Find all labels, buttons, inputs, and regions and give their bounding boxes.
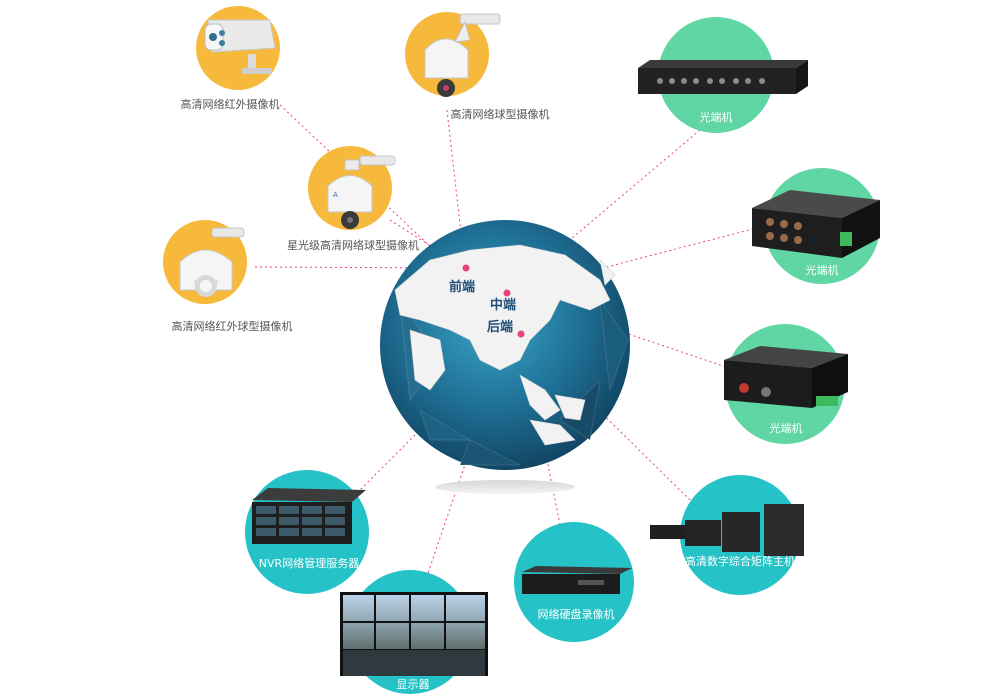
node-label: 网络硬盘录像机	[538, 607, 615, 621]
bullet-camera-icon	[204, 19, 276, 74]
node-label: 高清网络红外球型摄像机	[172, 319, 293, 333]
node-hd-ir-dome-camera: 高清网络红外球型摄像机	[163, 220, 293, 333]
globe-continents	[394, 244, 616, 446]
node-optical-2: 光端机	[752, 168, 880, 284]
node-label: NVR网络管理服务器	[259, 556, 359, 570]
dome-camera-icon	[424, 13, 501, 97]
matrix-host-icon	[650, 504, 804, 556]
node-label: 光端机	[806, 263, 839, 277]
node-optical-3: 光端机	[724, 324, 848, 444]
node-hd-dome-camera: 高清网络球型摄像机	[405, 12, 550, 121]
video-wall-icon	[340, 592, 488, 676]
optical-transceiver-icon	[724, 346, 848, 408]
node-label: 高清网络球型摄像机	[451, 107, 550, 121]
mid-marker	[503, 289, 511, 297]
front-marker	[462, 264, 470, 272]
mid-label: 中端	[490, 297, 516, 313]
node-label: 星光级高清网络球型摄像机	[287, 238, 419, 252]
globe-shadow	[435, 480, 575, 494]
node-nvr-server: NVR网络管理服务器	[245, 470, 369, 594]
back-marker	[517, 330, 525, 338]
node-starlight-dome-camera: A 星光级高清网络球型摄像机	[287, 146, 419, 252]
node-hd-ir-camera: 高清网络红外摄像机	[181, 6, 280, 111]
node-nvr-recorder: 网络硬盘录像机	[514, 522, 634, 642]
optical-transceiver-icon	[752, 190, 880, 258]
node-label: 高清网络红外摄像机	[181, 97, 280, 111]
node-label: 显示器	[397, 678, 430, 691]
node-optical-1: 光端机	[638, 17, 808, 133]
node-label: 光端机	[770, 421, 803, 435]
node-label: 高清数字综合矩阵主机	[685, 554, 795, 568]
globe: 前端 中端 后端	[380, 220, 630, 494]
back-label: 后端	[487, 319, 513, 335]
node-display: 显示器	[340, 570, 488, 694]
optical-transceiver-icon	[638, 60, 808, 94]
server-icon	[252, 488, 366, 544]
nvr-recorder-icon	[522, 566, 632, 594]
line-display	[424, 449, 471, 583]
dome-camera-icon: A	[327, 155, 396, 229]
globe-facets	[399, 299, 629, 466]
line-hd-dome-camera	[446, 109, 466, 269]
node-matrix-host: 高清数字综合矩阵主机	[650, 475, 804, 595]
node-label: 光端机	[700, 110, 733, 124]
front-label: 前端	[449, 279, 475, 295]
dome-camera-icon	[179, 227, 245, 297]
svg-text:A: A	[333, 191, 338, 199]
